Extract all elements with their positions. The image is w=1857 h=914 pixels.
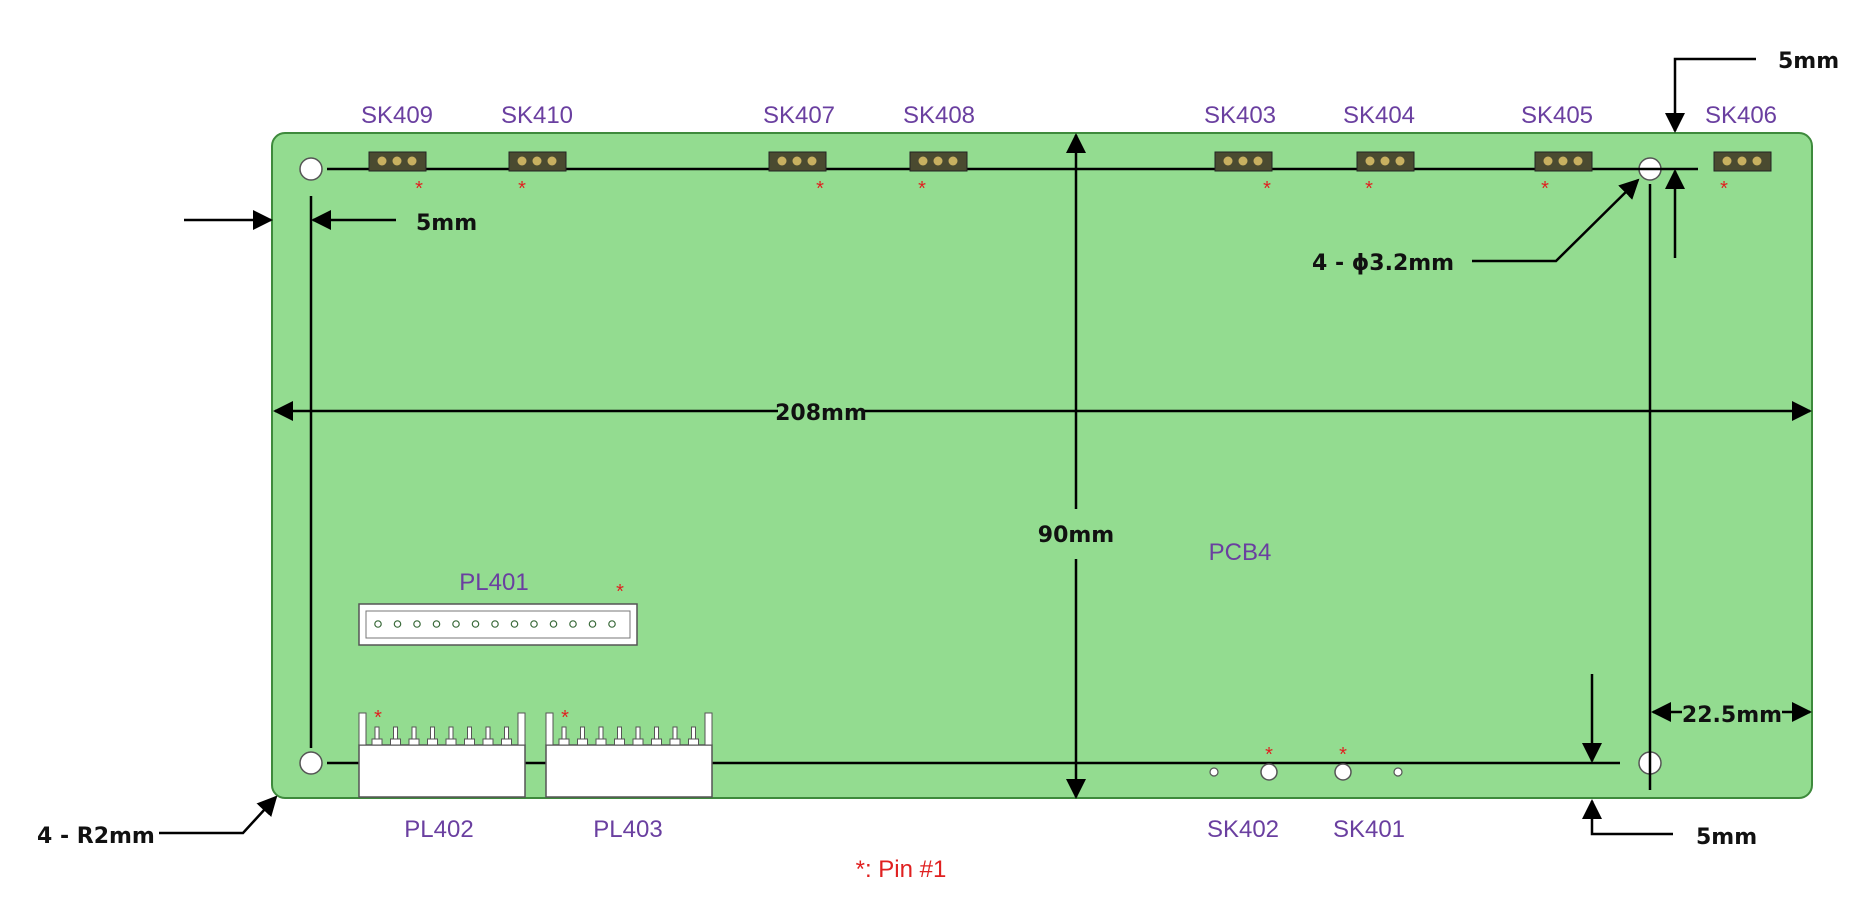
pin1-mark-sk403: * <box>1263 178 1271 200</box>
label-sk409: SK409 <box>361 102 433 129</box>
pl403-pin <box>595 738 607 746</box>
pl402-pin <box>501 738 512 746</box>
pl401-pin <box>510 620 519 628</box>
pl403-pin <box>669 738 681 746</box>
corner-radius-leader <box>159 795 278 835</box>
label-pl401: PL401 <box>459 569 528 596</box>
label-sk401: SK401 <box>1333 816 1405 843</box>
pin1-mark-pl401: * <box>616 581 624 603</box>
height-dimension-label: 90mm <box>1038 523 1114 548</box>
pl401-pin <box>549 620 558 628</box>
socket-sk408 <box>909 151 968 172</box>
socket-sk407 <box>768 151 827 172</box>
pl401-pin <box>393 620 402 628</box>
pl402-pin <box>427 738 438 746</box>
pl402-pin <box>390 738 401 746</box>
pin1-mark-sk406: * <box>1720 178 1728 200</box>
label-sk408: SK408 <box>903 102 975 129</box>
label-pcb4: PCB4 <box>1209 539 1272 566</box>
pl403-pin <box>651 738 662 746</box>
pl403-pin <box>632 738 644 746</box>
label-sk407: SK407 <box>763 102 835 129</box>
left-offset-label: 5mm <box>416 211 477 236</box>
socket-sk404 <box>1356 151 1415 172</box>
pl401-pin <box>452 620 460 628</box>
pin1-mark-sk410: * <box>518 178 526 200</box>
pl403-pin <box>577 738 588 746</box>
pl402-pin <box>408 738 420 746</box>
pin1-mark-sk404: * <box>1365 178 1373 200</box>
width-dimension-label: 208mm <box>775 401 867 426</box>
pin1-mark-sk408: * <box>918 178 926 200</box>
right-margin-label: 22.5mm <box>1682 703 1782 728</box>
pl402-pins <box>371 726 512 746</box>
bottom-offset-label: 5mm <box>1696 825 1757 850</box>
pl401-pin <box>530 620 538 628</box>
label-sk405: SK405 <box>1521 102 1593 129</box>
hole-diameter-leader <box>1472 178 1640 263</box>
pl401-pin <box>491 620 499 628</box>
pl401-pins <box>374 620 616 628</box>
label-sk402: SK402 <box>1207 816 1279 843</box>
pl401-pin <box>413 620 421 628</box>
socket-sk410 <box>508 151 567 172</box>
socket-sk401 <box>1334 763 1403 781</box>
pl401-pin <box>588 620 597 628</box>
pl402-pin <box>445 738 457 746</box>
socket-sk406 <box>1713 151 1772 172</box>
pin-legend: *: Pin #1 <box>856 856 947 883</box>
pin1-mark-sk402: * <box>1265 744 1273 766</box>
label-sk404: SK404 <box>1343 102 1415 129</box>
label-pl402: PL402 <box>404 816 473 843</box>
label-sk406: SK406 <box>1705 102 1777 129</box>
pl403-pin <box>558 738 570 746</box>
socket-sk405 <box>1534 151 1593 172</box>
pl401-pin <box>374 620 382 628</box>
pin1-mark-pl402: * <box>374 707 382 729</box>
pcb-board <box>271 132 1813 799</box>
pin1-mark-sk405: * <box>1541 178 1549 200</box>
top-offset-leader <box>1665 57 1756 133</box>
socket-sk403 <box>1214 151 1273 172</box>
pl401-pin <box>608 620 616 628</box>
pl401-pin <box>432 620 441 628</box>
pin1-mark-sk409: * <box>415 178 423 200</box>
pl403-pins <box>558 726 699 746</box>
label-pl403: PL403 <box>593 816 662 843</box>
mounting-hole-bottom-left <box>299 751 323 775</box>
socket-sk409 <box>368 151 427 172</box>
pin1-mark-sk401: * <box>1339 744 1347 766</box>
connector-pl403 <box>545 712 713 798</box>
label-sk403: SK403 <box>1204 102 1276 129</box>
corner-radius-label: 4 - R2mm <box>37 824 155 849</box>
label-sk410: SK410 <box>501 102 573 129</box>
pl401-pin <box>471 620 480 628</box>
pl402-pin <box>371 738 383 746</box>
top-offset-label: 5mm <box>1778 49 1839 74</box>
connector-pl402 <box>358 712 526 798</box>
pin1-mark-pl403: * <box>561 707 569 729</box>
pl401-pin <box>569 620 577 628</box>
pl402-pin <box>482 738 494 746</box>
pl403-pin <box>688 738 699 746</box>
pl403-pin <box>614 738 625 746</box>
pin1-mark-sk407: * <box>816 178 824 200</box>
mounting-hole-top-left <box>299 157 323 181</box>
hole-diameter-label: 4 - ϕ3.2mm <box>1312 251 1454 276</box>
socket-sk402 <box>1209 763 1278 781</box>
pl402-pin <box>464 738 475 746</box>
bottom-offset-leader <box>1582 799 1673 836</box>
